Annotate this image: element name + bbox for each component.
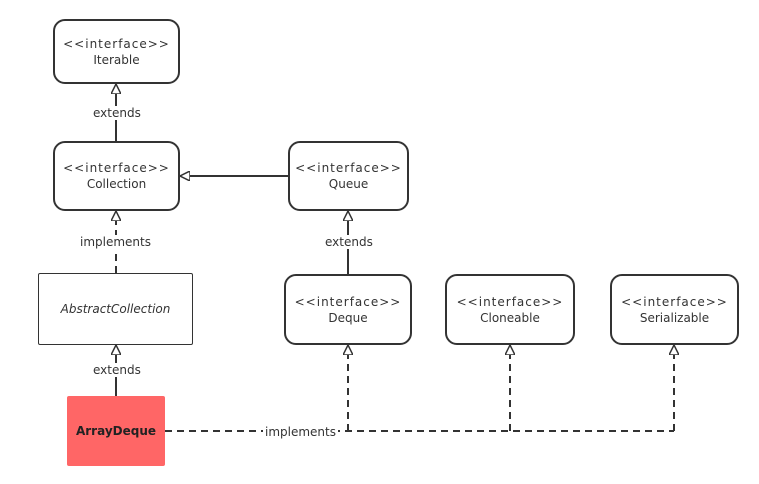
- iterable-stereotype: <<interface>>: [63, 36, 170, 51]
- node-abstract-collection[interactable]: AbstractCollection: [38, 273, 193, 345]
- queue-name: Queue: [328, 177, 369, 191]
- node-collection[interactable]: <<interface>> Collection: [53, 141, 180, 211]
- queue-stereotype: <<interface>>: [295, 161, 402, 175]
- serializable-name: Serializable: [639, 310, 710, 325]
- node-serializable[interactable]: <<interface>> Serializable: [610, 274, 739, 345]
- node-iterable[interactable]: <<interface>> Iterable: [53, 19, 180, 84]
- node-array-deque[interactable]: ArrayDeque: [67, 396, 165, 466]
- abstract-collection-name: AbstractCollection: [60, 302, 171, 316]
- collection-name: Collection: [86, 177, 147, 191]
- cloneable-stereotype: <<interface>>: [456, 294, 564, 309]
- label-abstractcollection-implements: implements: [78, 235, 153, 249]
- array-deque-name: ArrayDeque: [75, 424, 157, 438]
- deque-name: Deque: [328, 310, 368, 325]
- label-arraydeque-implements: implements: [263, 425, 338, 439]
- collection-stereotype: <<interface>>: [63, 161, 170, 175]
- label-deque-extends: extends: [323, 235, 375, 249]
- deque-stereotype: <<interface>>: [294, 294, 402, 309]
- node-queue[interactable]: <<interface>> Queue: [288, 141, 409, 211]
- serializable-stereotype: <<interface>>: [621, 294, 728, 309]
- iterable-name: Iterable: [93, 52, 140, 67]
- label-collection-extends: extends: [91, 106, 143, 120]
- label-arraydeque-extends: extends: [91, 363, 143, 377]
- node-cloneable[interactable]: <<interface>> Cloneable: [445, 274, 575, 345]
- node-deque[interactable]: <<interface>> Deque: [284, 274, 412, 345]
- cloneable-name: Cloneable: [480, 310, 540, 325]
